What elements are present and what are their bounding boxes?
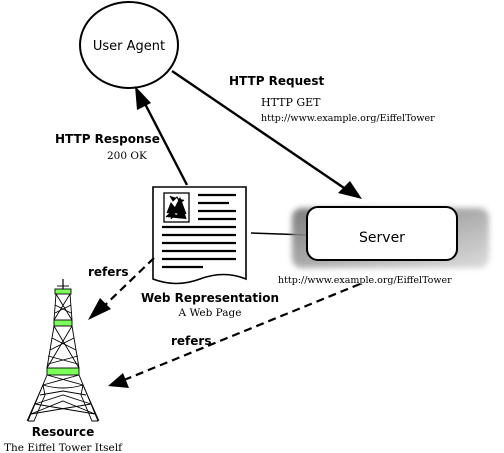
response-label: HTTP Response xyxy=(55,132,160,146)
response-arrowhead xyxy=(135,86,151,110)
request-method-label: HTTP GET xyxy=(261,96,321,109)
tower-middle-platform xyxy=(53,319,73,327)
server-node: Server http://www.example.org/EiffelTowe… xyxy=(278,206,489,286)
document-image-icon xyxy=(165,195,187,220)
user-agent-node: User Agent xyxy=(79,1,179,89)
web-representation-sublabel: A Web Page xyxy=(178,307,242,319)
resource-label: Resource xyxy=(32,425,94,439)
request-arrow xyxy=(171,70,362,199)
user-agent-shape xyxy=(79,1,179,89)
request-label: HTTP Request xyxy=(229,74,324,88)
web-representation-label: Web Representation xyxy=(141,291,279,305)
server-label: Server xyxy=(359,230,405,246)
request-url-label: http://www.example.org/EiffelTower xyxy=(261,113,435,124)
web-representation-node: Web Representation A Web Page xyxy=(141,186,279,319)
refers-arrowhead-from-server xyxy=(108,373,129,388)
resource-sublabel: The Eiffel Tower Itself xyxy=(4,442,123,453)
refers-label-from-server: refers xyxy=(171,334,211,348)
refers-arrowhead-from-page xyxy=(88,298,111,320)
refers-label-from-page: refers xyxy=(88,265,128,279)
document-text-lines xyxy=(162,193,236,269)
tower-top-platform xyxy=(54,288,72,295)
refers-arrow-from-page xyxy=(88,257,155,320)
tower-base-platform xyxy=(46,367,80,376)
refers-arrow-from-server xyxy=(108,282,361,388)
response-arrow xyxy=(135,86,189,186)
request-arrowhead xyxy=(338,181,362,199)
eiffel-tower-icon xyxy=(26,279,100,422)
response-status-label: 200 OK xyxy=(107,150,147,162)
server-url-label: http://www.example.org/EiffelTower xyxy=(278,275,452,286)
server-box xyxy=(306,206,458,261)
user-agent-label: User Agent xyxy=(93,39,165,54)
